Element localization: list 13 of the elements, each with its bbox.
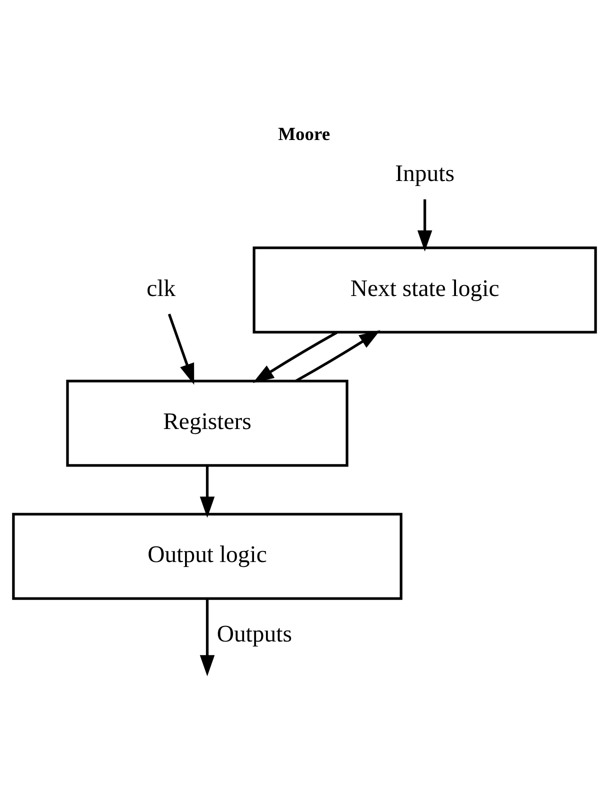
diagram-title: Moore <box>278 124 330 144</box>
node-box: Output logic <box>12 512 402 600</box>
arrow <box>252 331 338 384</box>
arrow <box>200 599 215 676</box>
edge-label: Outputs <box>216 621 292 648</box>
node-box: Registers <box>66 380 348 467</box>
arrow <box>295 330 380 382</box>
arrow <box>168 314 194 385</box>
node-text: clk <box>146 276 176 302</box>
arrow <box>200 465 215 518</box>
arrow <box>417 199 432 252</box>
node-box: Next state logic <box>252 246 597 334</box>
node-text: Inputs <box>395 161 454 188</box>
